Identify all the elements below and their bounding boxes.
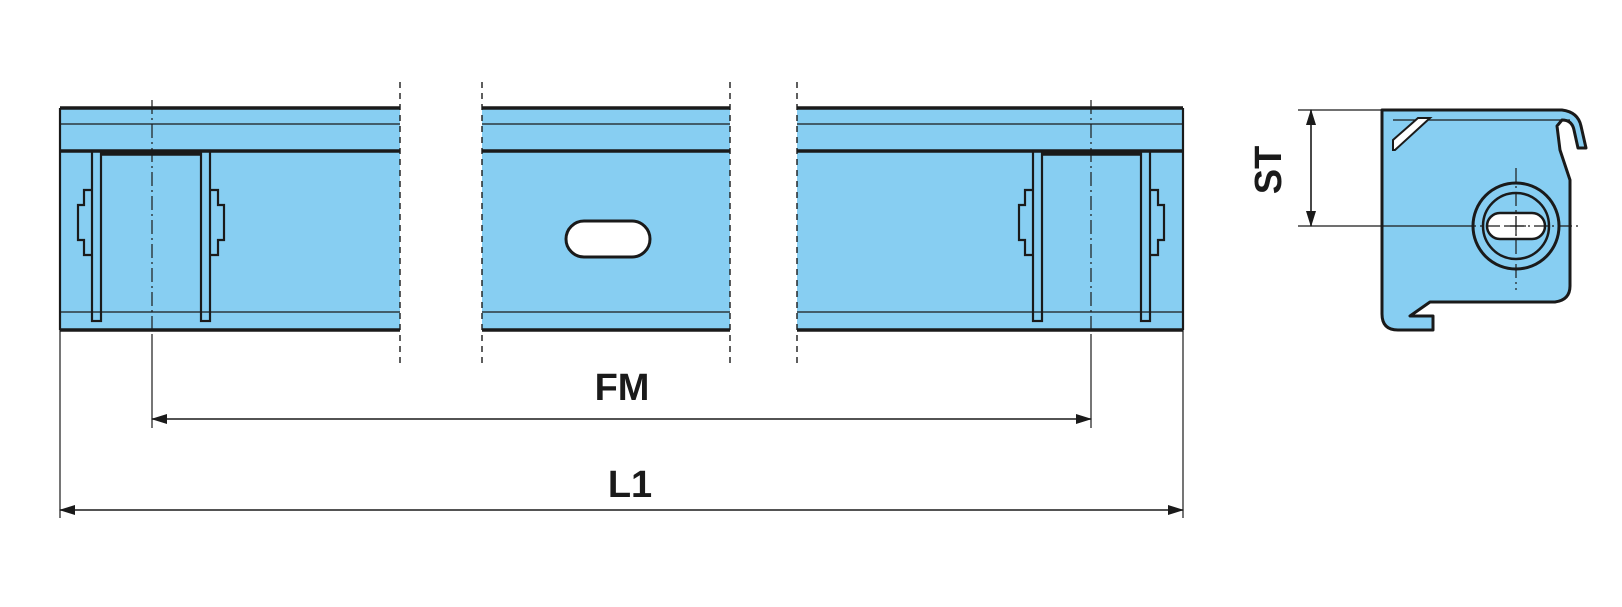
dimension-label-st: ST (1248, 146, 1290, 195)
dimension-fm: FM (151, 335, 1092, 428)
slot-hole (564, 219, 652, 259)
rail-segment-right (796, 82, 1185, 368)
profile-chamfer (1392, 117, 1433, 151)
mounting-bracket-left (76, 149, 226, 323)
dimension-label-fm: FM (595, 367, 650, 409)
dimension-l1: L1 (59, 330, 1184, 518)
profile-end-view (1380, 108, 1588, 332)
rail-segment-left (58, 82, 401, 368)
rail-segment-middle (481, 82, 731, 368)
dimension-label-l1: L1 (608, 464, 652, 506)
mounting-bracket-right (1017, 149, 1166, 323)
dimension-st: ST (1248, 109, 1462, 227)
